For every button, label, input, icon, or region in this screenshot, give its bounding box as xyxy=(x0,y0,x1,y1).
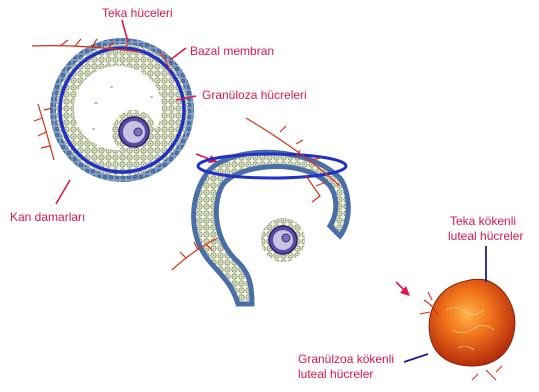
label-teka-kokenli-2: luteal hücreler xyxy=(448,229,523,243)
label-granuloza-kokenli-2: luteal hücreler xyxy=(298,367,373,381)
label-teka-kokenli-1: Teka kökenli xyxy=(450,214,516,228)
label-granuloza-kokenli-1: Granülzoa kökenli xyxy=(298,352,394,366)
label-teka-hucreleri: Teka hüceleri xyxy=(102,6,173,20)
label-kan-damarlari: Kan damarları xyxy=(10,210,85,224)
arrow-stage-2-to-3 xyxy=(396,282,410,296)
luteal-body xyxy=(429,279,515,366)
label-bazal-membran: Bazal membran xyxy=(190,44,274,58)
follicle-stage-1 xyxy=(32,38,194,182)
corpus-luteum xyxy=(420,279,515,380)
label-granuloza-hucreleri: Granüloza hücreleri xyxy=(202,88,307,102)
follicle-stage-2 xyxy=(172,118,348,304)
